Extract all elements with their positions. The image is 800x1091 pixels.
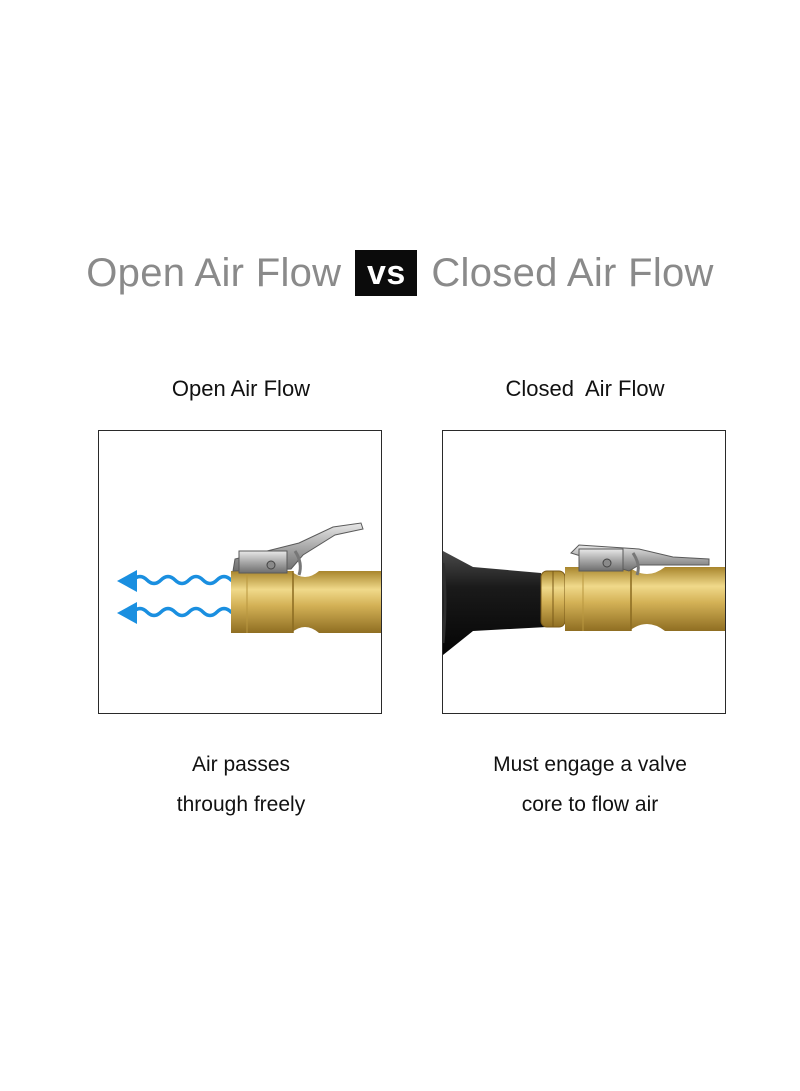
open-panel-title: Open Air Flow bbox=[171, 376, 311, 401]
open-air-flow-panel bbox=[98, 430, 382, 714]
closed-chuck-illustration bbox=[443, 544, 725, 655]
open-chuck-illustration bbox=[117, 522, 381, 633]
closed-air-flow-panel bbox=[442, 430, 726, 714]
closed-caption-line-1: Must engage a valve bbox=[493, 753, 687, 776]
open-panel-caption: Air passes through freely bbox=[91, 745, 391, 825]
headline: Open Air Flow vs Closed Air Flow bbox=[0, 248, 800, 298]
closed-panel-caption: Must engage a valve core to flow air bbox=[440, 745, 740, 825]
open-caption-line-1: Air passes bbox=[191, 753, 291, 776]
headline-closed-air-flow: Closed Air Flow bbox=[431, 250, 714, 295]
open-caption-line-2: through freely bbox=[176, 793, 306, 816]
headline-open-air-flow: Open Air Flow bbox=[86, 250, 342, 295]
closed-panel-title: Closed Air Flow bbox=[505, 376, 665, 401]
airflow-arrow-icon bbox=[131, 574, 233, 618]
closed-caption-line-2: core to flow air bbox=[521, 793, 659, 816]
vs-badge: vs bbox=[355, 250, 418, 296]
